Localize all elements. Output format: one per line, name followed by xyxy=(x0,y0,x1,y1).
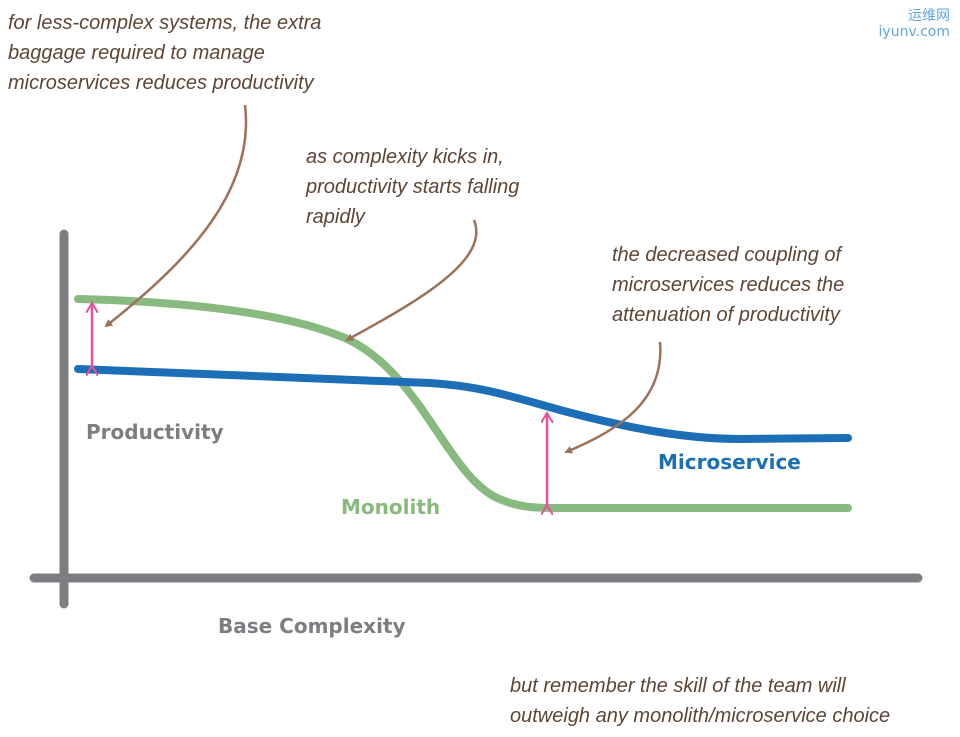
watermark: 运维网 iyunv.com xyxy=(879,8,950,40)
monolith-curve xyxy=(74,295,852,513)
x-axis-label: Base Complexity xyxy=(218,614,406,638)
annotation-complexity-kicks-in: as complexity kicks in, productivity sta… xyxy=(306,146,520,228)
watermark-line1: 运维网 xyxy=(908,8,950,24)
annotation-less-complex: for less-complex systems, the extra bagg… xyxy=(8,12,322,94)
annotation-team-skill: but remember the skill of the team will … xyxy=(510,675,891,727)
monolith-label: Monolith xyxy=(341,495,441,519)
annotation-decreased-coupling: the decreased coupling of microservices … xyxy=(612,244,845,326)
pointer-arrow-kicks-in xyxy=(345,219,478,342)
pointer-arrow-coupling xyxy=(564,341,662,454)
microservice-curve xyxy=(74,365,852,444)
watermark-line2: iyunv.com xyxy=(878,24,950,40)
pointer-arrow-less-complex xyxy=(104,104,248,328)
microservice-label: Microservice xyxy=(658,450,801,474)
y-axis-label: Productivity xyxy=(86,420,224,444)
